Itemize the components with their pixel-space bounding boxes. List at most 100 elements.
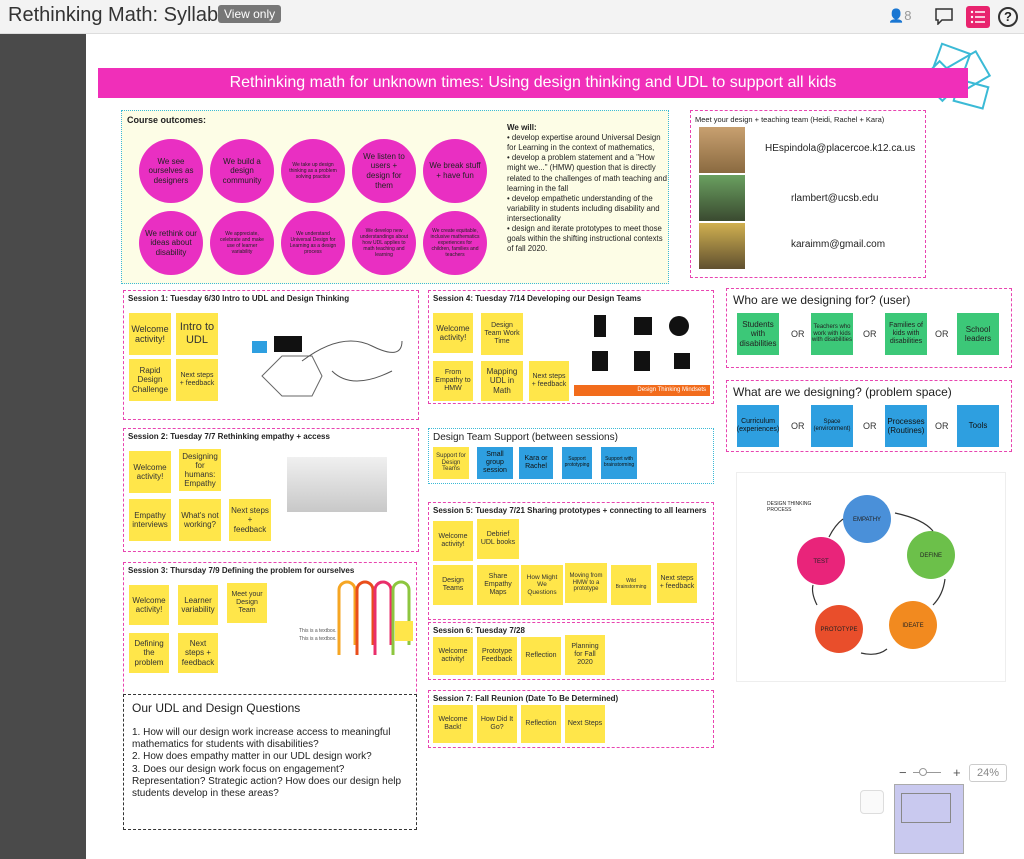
outcome-circle: We understand Universal Design for Learn…	[281, 211, 345, 275]
outcome-circle: We take up design thinking as a problem …	[281, 139, 345, 203]
session-6-frame: Session 6: Tuesday 7/28 Welcome activity…	[428, 622, 714, 680]
user-note: Teachers who work with kids with disabil…	[811, 313, 853, 355]
sticky-note: Next steps + feedback	[657, 563, 697, 603]
sticky-note: Next Steps	[565, 705, 605, 743]
textbox: This is a textbox.	[299, 636, 337, 642]
we-will-text: • develop expertise around Universal Des…	[507, 133, 667, 254]
sticky-note: What's not working?	[179, 499, 221, 541]
zoom-level[interactable]: 24%	[969, 764, 1007, 782]
sticky-note: Moving from HMW to a prototype	[565, 563, 607, 603]
session-1-frame: Session 1: Tuesday 6/30 Intro to UDL and…	[123, 290, 419, 420]
sticky-note: Prototype Feedback	[477, 637, 517, 675]
ideate-stage	[889, 601, 937, 649]
sticky-note: How Might We Questions	[521, 565, 563, 605]
avatar	[699, 127, 745, 173]
zoom-slider-track[interactable]	[913, 772, 941, 773]
sticky-note: Reflection	[521, 637, 561, 675]
problem-note: Curriculum (experiences)	[737, 405, 779, 447]
view-only-badge: View only	[218, 5, 282, 23]
collaborators-count[interactable]: 👤8	[888, 8, 911, 24]
sticky-note: Welcome activity!	[129, 313, 171, 355]
or-label: OR	[791, 329, 805, 339]
design-mindsets-graphic: Design Thinking Mindsets	[574, 305, 710, 397]
avatar	[699, 223, 745, 269]
outcome-circle: We listen to users + design for them	[352, 139, 416, 203]
stage-label: DEFINE	[920, 553, 942, 559]
sticky-note: Welcome Back!	[433, 705, 473, 743]
outcome-circle: We break stuff + have fun	[423, 139, 487, 203]
sticky-note: Rapid Design Challenge	[129, 359, 171, 401]
sticky-note: Reflection	[521, 705, 561, 743]
session-title: Session 2: Tuesday 7/7 Rethinking empath…	[128, 432, 330, 441]
design-team-support-frame: Design Team Support (between sessions) S…	[428, 428, 714, 484]
outcome-circle: We appreciate, celebrate and make use of…	[210, 211, 274, 275]
sticky-note: Wild Brainstorming	[611, 565, 651, 605]
session-5-frame: Session 5: Tuesday 7/21 Sharing prototyp…	[428, 502, 714, 620]
problem-note: Space (environment)	[811, 405, 853, 447]
zoom-in-button[interactable]: +	[953, 765, 961, 780]
team-email: karaimm@gmail.com	[791, 239, 886, 250]
sticky-note: Next steps + feedback	[178, 633, 218, 673]
session-title: Session 7: Fall Reunion (Date To Be Dete…	[433, 694, 619, 703]
sticky-note: Welcome activity!	[433, 313, 473, 353]
stage-label: PROTOTYPE	[821, 627, 858, 633]
document-title: Rethinking Math: Syllabus	[8, 4, 240, 26]
session-title: Session 6: Tuesday 7/28	[433, 626, 525, 635]
board-canvas[interactable]: Rethinking math for unknown times: Using…	[86, 34, 1024, 859]
questions-title: Our UDL and Design Questions	[132, 701, 301, 715]
session-title: Session 1: Tuesday 6/30 Intro to UDL and…	[128, 294, 350, 303]
or-label: OR	[935, 421, 949, 431]
stage-label: TEST	[813, 559, 829, 565]
problem-note: Tools	[957, 405, 999, 447]
sticky-note: Share Empathy Maps	[477, 565, 519, 605]
questions-frame: Our UDL and Design Questions 1. How will…	[123, 694, 417, 830]
comment-icon[interactable]	[934, 7, 954, 26]
or-label: OR	[863, 329, 877, 339]
sticky-note: Intro to UDL	[176, 313, 218, 355]
board-banner: Rethinking math for unknown times: Using…	[98, 68, 968, 98]
session-title: Session 5: Tuesday 7/21 Sharing prototyp…	[433, 506, 707, 515]
team-email: rlambert@ucsb.edu	[791, 193, 879, 204]
stage-label: EMPATHY	[853, 517, 881, 523]
minimap[interactable]	[894, 784, 964, 854]
session-2-frame: Session 2: Tuesday 7/7 Rethinking empath…	[123, 428, 419, 552]
left-sidebar	[0, 34, 86, 859]
outcome-circle: We see ourselves as designers	[139, 139, 203, 203]
define-stage	[907, 531, 955, 579]
minimap-viewport	[901, 793, 951, 823]
team-title: Meet your design + teaching team (Heidi,…	[695, 115, 885, 124]
design-sketch-illustration	[242, 321, 412, 401]
session-4-frame: Session 4: Tuesday 7/14 Developing our D…	[428, 290, 714, 404]
session-7-frame: Session 7: Fall Reunion (Date To Be Dete…	[428, 690, 714, 748]
problem-note: Processes (Routines)	[885, 405, 927, 447]
sticky-note: Defining the problem	[129, 633, 169, 673]
prototype-stage	[815, 605, 863, 653]
sticky-note: Debrief UDL books	[477, 519, 519, 559]
sticky-note: Design Team Work Time	[481, 313, 523, 355]
test-stage	[797, 537, 845, 585]
sticky-note: How Did It Go?	[477, 705, 517, 743]
sticky-note: Planning for Fall 2020	[565, 635, 605, 675]
outcome-circle: We rethink our ideas about disability	[139, 211, 203, 275]
zoom-slider-handle[interactable]	[919, 768, 927, 776]
zoom-out-button[interactable]: −	[899, 765, 907, 780]
outcomes-title: Course outcomes:	[127, 115, 207, 125]
sticky-note: Empathy interviews	[129, 499, 171, 541]
what-frame: What are we designing? (problem space) C…	[726, 380, 1012, 452]
session-title: Session 4: Tuesday 7/14 Developing our D…	[433, 294, 642, 303]
top-bar: Rethinking Math: Syllabus View only 👤8 ?	[0, 0, 1024, 34]
sticky-note: Meet your Design Team	[227, 583, 267, 623]
outline-list-button[interactable]	[966, 6, 990, 28]
sticky-note: Support for Design Teams	[433, 447, 469, 479]
or-label: OR	[935, 329, 949, 339]
fit-view-icon[interactable]	[860, 790, 884, 814]
help-icon[interactable]: ?	[998, 7, 1018, 27]
mindsets-label: Design Thinking Mindsets	[574, 385, 710, 396]
meeting-photo	[287, 457, 387, 512]
or-label: OR	[863, 421, 877, 431]
sticky-note: Support with brainstorming	[601, 447, 637, 479]
outcome-circle: We build a design community	[210, 139, 274, 203]
what-title: What are we designing? (problem space)	[733, 385, 952, 399]
user-count-label: 8	[904, 8, 912, 23]
sticky-note: Next steps + feedback	[176, 359, 218, 401]
